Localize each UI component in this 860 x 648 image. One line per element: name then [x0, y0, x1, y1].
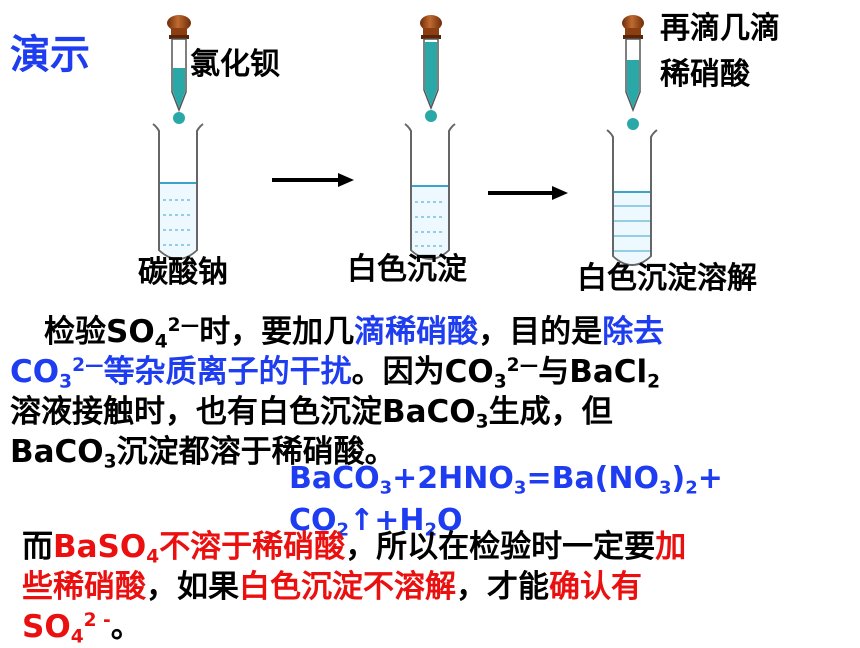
- conclusion-line-1: 而BaSO4不溶于稀硝酸，所以在检验时一定要加: [22, 529, 687, 568]
- paragraph-conclusion: 而BaSO4不溶于稀硝酸，所以在检验时一定要加 些稀硝酸，如果白色沉淀不溶解，才…: [22, 527, 686, 647]
- label-barium-chloride: 氯化钡: [190, 47, 280, 82]
- conclusion-line-3: SO42 -。: [22, 609, 142, 648]
- equation-line-2: CO2↑+H2O: [289, 503, 463, 541]
- arrow-right-1: [272, 173, 354, 187]
- paragraph-line-1: 检验SO42—时，要加几滴稀硝酸，目的是除去: [44, 314, 665, 353]
- chemical-equation: BaCO3+2HNO3=Ba(NO3)2+ CO2↑+H2O: [289, 458, 723, 542]
- label-add-nitric-acid-2: 稀硝酸: [660, 57, 750, 92]
- conclusion-line-2: 些稀硝酸，如果白色沉淀不溶解，才能确认有: [22, 569, 642, 605]
- paragraph-line-4: BaCO3沉淀都溶于稀硝酸。: [10, 434, 396, 473]
- label-sodium-carbonate: 碳酸钠: [138, 255, 228, 290]
- test-tube-1: [152, 123, 204, 260]
- label-add-nitric-acid-1: 再滴几滴: [660, 11, 780, 46]
- label-precipitate-dissolves: 白色沉淀溶解: [577, 261, 757, 296]
- equation-line-1: BaCO3+2HNO3=Ba(NO3)2+: [289, 461, 723, 499]
- dropper-3: [622, 15, 644, 130]
- label-white-precipitate: 白色沉淀: [347, 252, 467, 287]
- paragraph-explanation: 检验SO42—时，要加几滴稀硝酸，目的是除去 CO32—等杂质离子的干扰。因为C…: [10, 312, 664, 472]
- paragraph-line-3: 溶液接触时，也有白色沉淀BaCO3生成，但: [10, 394, 613, 433]
- slide-title: 演示: [10, 32, 90, 78]
- test-tube-3: [606, 129, 658, 266]
- dropper-2: [420, 15, 442, 122]
- arrow-right-2: [488, 186, 568, 200]
- test-tube-2: [404, 123, 456, 260]
- dropper-1: [167, 15, 191, 124]
- paragraph-line-2: CO32—等杂质离子的干扰。因为CO32—与BaCl2: [10, 354, 661, 393]
